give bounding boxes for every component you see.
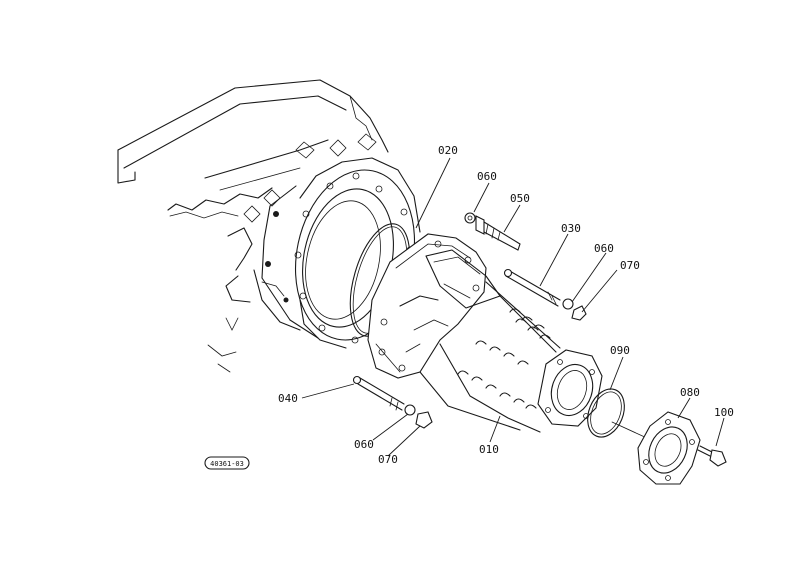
part-label-040: 040 (278, 392, 298, 405)
part-label-010: 010 (479, 443, 499, 456)
part-label-020: 020 (438, 144, 458, 157)
reference-code-text: 40361-03 (210, 460, 244, 468)
reference-code-badge: 40361-03 (204, 456, 250, 470)
part-label-070-upper: 070 (620, 259, 640, 272)
part-label-070-lower: 070 (378, 453, 398, 466)
part-label-060-upper: 060 (477, 170, 497, 183)
part-label-090: 090 (610, 344, 630, 357)
leader-lines (301, 157, 725, 457)
part-label-080: 080 (680, 386, 700, 399)
cover-plate-080 (637, 411, 701, 485)
part-label-060-mid: 060 (594, 242, 614, 255)
part-labels: 020 060 050 030 060 070 090 080 100 040 … (278, 144, 734, 466)
flywheel-housing (261, 157, 421, 349)
part-label-100: 100 (714, 406, 734, 419)
part-label-030: 030 (561, 222, 581, 235)
stud-030 (503, 268, 587, 321)
part-label-060-lower: 060 (354, 438, 374, 451)
engine-block (117, 79, 389, 373)
stud-040 (352, 375, 433, 429)
part-label-050: 050 (510, 192, 530, 205)
bolt-050 (464, 212, 521, 251)
o-ring-090 (587, 388, 625, 438)
bolt-100 (697, 445, 727, 467)
transmission-case-010 (367, 233, 603, 433)
